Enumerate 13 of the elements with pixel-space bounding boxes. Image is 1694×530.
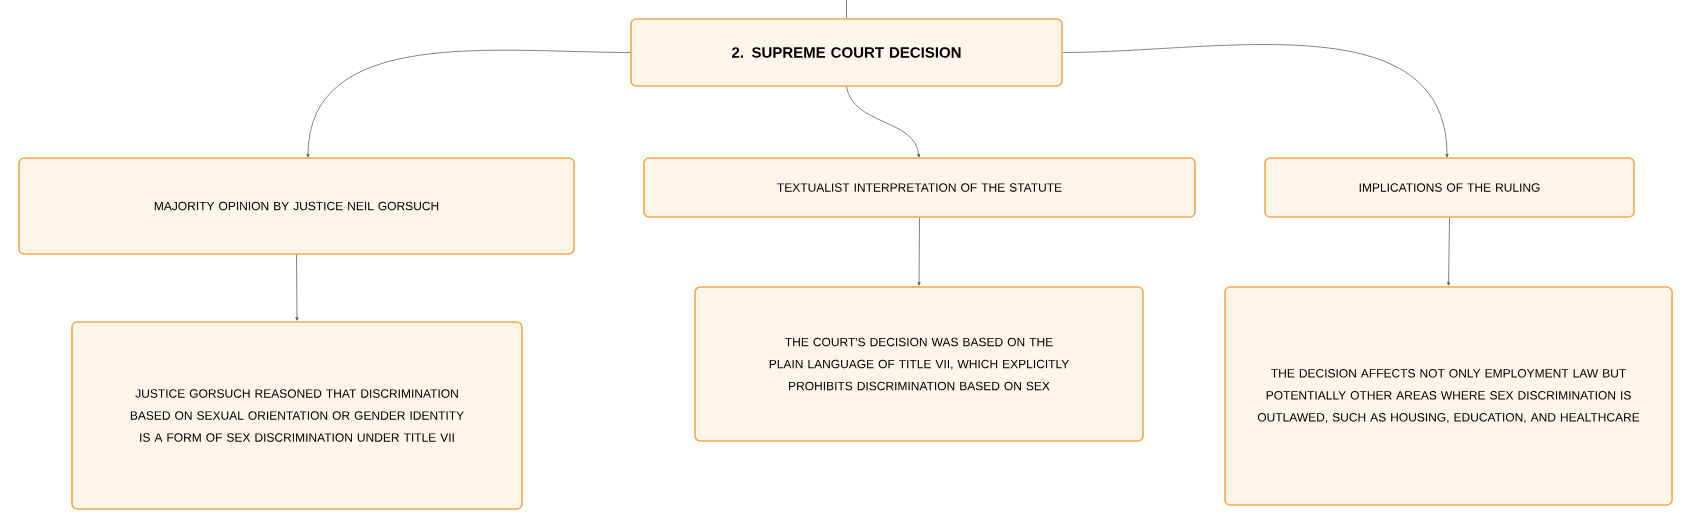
title-box: 2. SUPREME COURT DECISION: [630, 18, 1063, 87]
connector-arrow: [306, 49, 631, 158]
text-box: IMPLICATIONS OF THE RULING: [1264, 157, 1635, 218]
connector-arrow: [917, 217, 921, 286]
text-box: JUSTICE GORSUCH REASONED THAT DISCRIMINATION BASED ON SEXUAL ORIENTATION OR GENDER IDENTITY IS A FORM OF SEX DISCRIMINATION UNDER TITLE VII: [71, 321, 523, 510]
text-box: THE COURT'S DECISION WAS BASED ON THE PLAIN LANGUAGE OF TITLE VII, WHICH EXPLICITLY PROHIBITS DISCRIMINATION BASED ON SEX: [694, 286, 1144, 442]
connector-arrow: [1062, 44, 1449, 158]
text-box: TEXTUALIST INTERPRETATION OF THE STATUTE: [643, 157, 1196, 218]
text-box: MAJORITY OPINION BY JUSTICE NEIL GORSUCH: [18, 157, 575, 255]
text-box: THE DECISION AFFECTS NOT ONLY EMPLOYMENT LAW BUT POTENTIALLY OTHER AREAS WHERE SEX DISCRIMINATION IS OUTLAWED, SUCH AS HOUSING, EDUCATION, AND HEALTHCARE: [1224, 286, 1673, 506]
connector-arrow: [295, 254, 299, 321]
connector-arrow: [846, 86, 921, 158]
connector-arrow: [1447, 217, 1451, 286]
